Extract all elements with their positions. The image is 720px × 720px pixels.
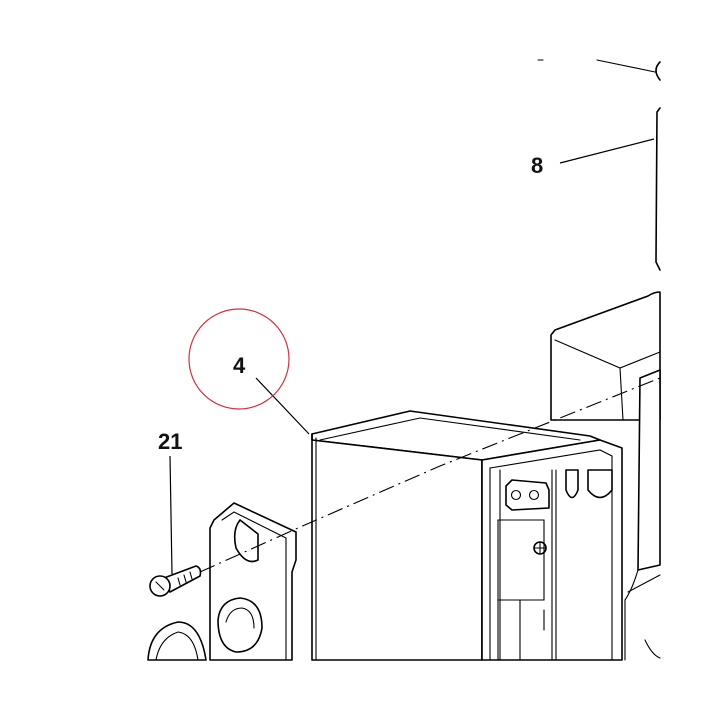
leader-line-21 <box>169 455 173 575</box>
callout-4-highlight-ring <box>188 308 290 410</box>
rear-housing <box>550 291 661 661</box>
part-21-screw <box>149 565 202 597</box>
leader-line-8 <box>559 138 655 164</box>
callout-4[interactable]: 4 <box>233 353 246 378</box>
callout-21[interactable]: 21 <box>158 429 182 454</box>
round-cap <box>147 621 207 661</box>
part-8-frame <box>537 59 661 271</box>
part-4-main-body <box>311 410 623 661</box>
mounting-bracket <box>209 502 297 661</box>
callout-8[interactable]: 8 <box>531 153 543 178</box>
leader-line-4 <box>255 377 310 435</box>
